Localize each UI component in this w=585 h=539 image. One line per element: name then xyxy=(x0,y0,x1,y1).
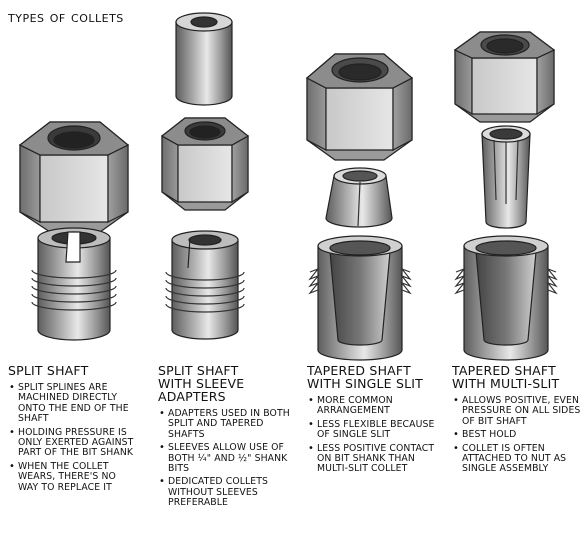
bullet-list: Split splines are machined directly onto… xyxy=(8,382,136,493)
sleeve-adapter xyxy=(175,12,233,106)
hex-nut-2 xyxy=(160,117,250,211)
list-item: Split splines are machined directly onto… xyxy=(8,382,136,425)
bullet-list: More common arrangement Less flexible be… xyxy=(307,395,435,475)
tapered-collet-single-slit xyxy=(325,167,393,228)
list-item: Best hold xyxy=(452,429,582,441)
list-item: More common arrangement xyxy=(307,395,435,417)
list-item: Collet is often attached to nut as singl… xyxy=(452,443,582,475)
page-title: Types of Collets xyxy=(8,8,124,26)
list-item: Dedicated collets without sleeves prefer… xyxy=(158,477,290,508)
bullet-list: Allows positive, even pressure on all si… xyxy=(452,395,582,475)
list-item: Less flexible because of single slit xyxy=(307,419,435,441)
column-heading: SPLIT SHAFT xyxy=(8,363,89,378)
tapered-shaft-multi-slit xyxy=(454,235,558,361)
tapered-shaft-single-slit xyxy=(308,235,412,361)
hex-nut-3 xyxy=(305,53,414,161)
list-item: Holding pressure is only exerted against… xyxy=(8,427,136,459)
list-item: When the collet wears, there's no way to… xyxy=(8,461,136,493)
list-item: Adapters used in both split and tapered … xyxy=(158,408,290,440)
list-item: Less positive contact on bit shank than … xyxy=(307,443,435,475)
split-shaft-with-sleeve xyxy=(165,230,245,340)
tapered-collet-multi-slit xyxy=(481,125,531,229)
hex-nut-1 xyxy=(18,121,130,233)
column-split-shaft: SPLIT SHAFT Split splines are machined d… xyxy=(8,364,136,496)
list-item: Allows positive, even pressure on all si… xyxy=(452,395,582,427)
split-shaft xyxy=(31,227,117,341)
bullet-list: Adapters used in both split and tapered … xyxy=(158,408,290,509)
list-item: Sleeves allow use of both ¼" and ½" shan… xyxy=(158,442,290,474)
hex-nut-4 xyxy=(453,31,556,123)
